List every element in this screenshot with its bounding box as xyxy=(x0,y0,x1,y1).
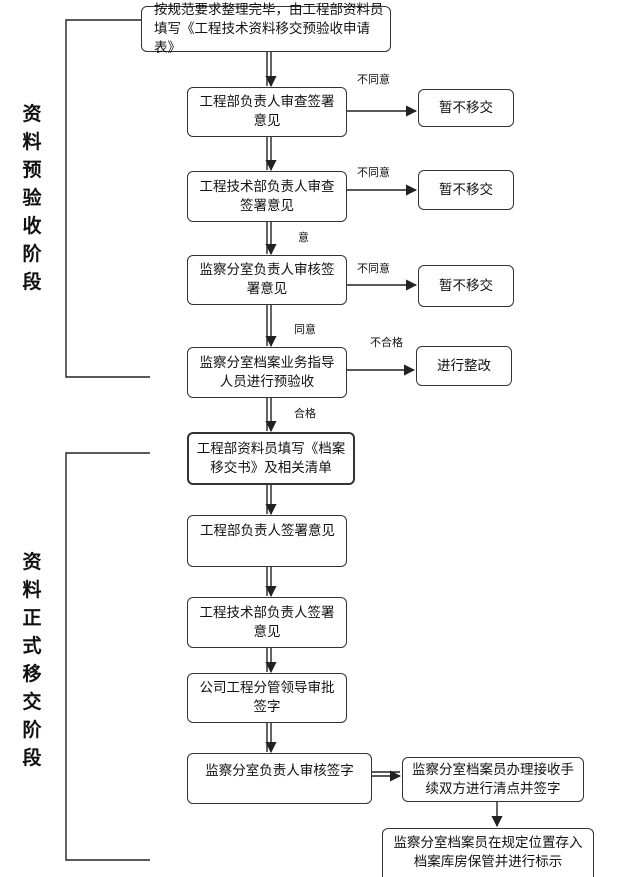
node-supervision-review: 监察分室负责人审核签署意见 xyxy=(187,255,347,305)
arrow-tech-sign-to-leader xyxy=(265,648,277,674)
label-agree: 同意 xyxy=(294,323,316,336)
node-reject-3: 暂不移交 xyxy=(418,265,514,307)
arrow-start-to-eng-review xyxy=(265,50,277,88)
arrow-eng-to-tech-review xyxy=(265,137,277,172)
node-tech-mgr-sign: 工程技术部负责人签署意见 xyxy=(187,597,347,648)
stage-title-preview: 资料预验收阶段 xyxy=(22,103,42,293)
arrow-precheck-to-fill-transfer xyxy=(265,398,277,433)
stage-bracket-formal xyxy=(65,452,150,861)
node-tech-mgr-review: 工程技术部负责人审查签署意见 xyxy=(187,171,347,222)
arrow-supervision-to-precheck xyxy=(265,305,277,348)
node-eng-mgr-review: 工程部负责人审查签署意见 xyxy=(187,87,347,137)
label-fail: 不合格 xyxy=(370,336,403,349)
stage-title-formal: 资料正式移交阶段 xyxy=(22,551,42,769)
node-fill-transfer: 工程部资料员填写《档案移交书》及相关清单 xyxy=(187,432,355,485)
node-storage: 监察分室档案员在规定位置存入档案库房保管并进行标示 xyxy=(382,828,594,877)
node-start: 按规范要求整理完毕，由工程部资料员填写《工程技术资料移交预验收申请表》 xyxy=(141,2,391,56)
node-company-leader: 公司工程分管领导审批签字 xyxy=(187,673,347,723)
arrow-supervision-to-handover xyxy=(372,770,402,782)
node-reject-2: 暂不移交 xyxy=(418,170,514,210)
node-supervision-sign: 监察分室负责人审核签字 xyxy=(187,753,372,804)
node-eng-mgr-sign: 工程部负责人签署意见 xyxy=(187,515,347,567)
node-handover: 监察分室档案员办理接收手续双方进行清点并签字 xyxy=(402,757,584,802)
node-archive-precheck: 监察分室档案业务指导人员进行预验收 xyxy=(187,347,347,398)
arrow-tech-to-supervision-review xyxy=(265,222,277,256)
arrow-eng-sign-to-tech-sign xyxy=(265,567,277,598)
arrow-fill-to-eng-sign xyxy=(265,485,277,516)
arrow-leader-to-supervision-sign xyxy=(265,723,277,754)
label-disagree-1: 不同意 xyxy=(357,73,390,86)
label-disagree-3: 不同意 xyxy=(357,262,390,275)
label-agree-partial: 意 xyxy=(298,231,309,244)
stage-bracket-preview xyxy=(65,19,150,378)
label-disagree-2: 不同意 xyxy=(357,166,390,179)
node-reject-1: 暂不移交 xyxy=(418,89,514,127)
node-rectify: 进行整改 xyxy=(416,346,512,386)
label-pass: 合格 xyxy=(294,407,316,420)
